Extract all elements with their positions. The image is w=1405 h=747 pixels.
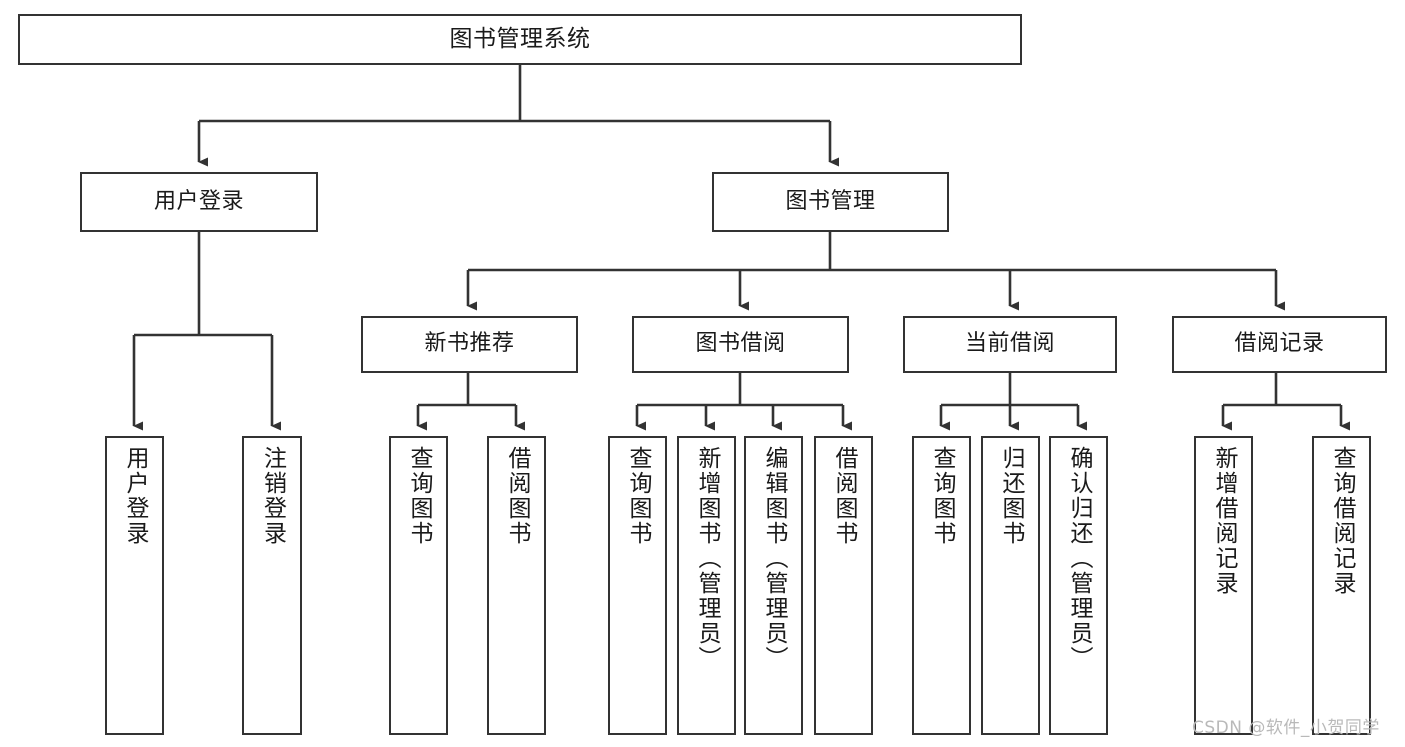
- node-label: 用户登录: [122, 446, 148, 546]
- node-label: 查询借阅记录: [1329, 446, 1355, 596]
- node-root-book-management-system[interactable]: 图书管理系统: [18, 14, 1022, 65]
- node-label: 借阅图书: [831, 446, 857, 546]
- node-user-login[interactable]: 用户登录: [80, 172, 318, 232]
- node-label: 确认归还（管理员）: [1066, 446, 1092, 671]
- node-borrow-record[interactable]: 借阅记录: [1172, 316, 1387, 373]
- node-new-book-recommend[interactable]: 新书推荐: [361, 316, 578, 373]
- leaf-edit-book-admin[interactable]: 编辑图书（管理员）: [744, 436, 803, 735]
- node-book-borrow[interactable]: 图书借阅: [632, 316, 849, 373]
- leaf-add-book-admin[interactable]: 新增图书（管理员）: [677, 436, 736, 735]
- node-label: 查询图书: [406, 446, 432, 546]
- node-label: 新书推荐: [424, 331, 515, 357]
- leaf-query-book-borrow[interactable]: 查询图书: [608, 436, 667, 735]
- node-label: 图书借阅: [695, 331, 786, 357]
- leaf-borrow-book[interactable]: 借阅图书: [814, 436, 873, 735]
- node-label: 新增图书（管理员）: [694, 446, 720, 671]
- node-label: 当前借阅: [964, 331, 1055, 357]
- leaf-borrow-book-recommend[interactable]: 借阅图书: [487, 436, 546, 735]
- node-label: 图书管理系统: [449, 25, 591, 52]
- node-label: 新增借阅记录: [1211, 446, 1237, 596]
- node-label: 归还图书: [998, 446, 1024, 546]
- node-label: 查询图书: [929, 446, 955, 546]
- leaf-query-book-current[interactable]: 查询图书: [912, 436, 971, 735]
- node-label: 注销登录: [259, 446, 286, 546]
- leaf-confirm-return-admin[interactable]: 确认归还（管理员）: [1049, 436, 1108, 735]
- leaf-user-login[interactable]: 用户登录: [105, 436, 164, 735]
- leaf-query-borrow-record[interactable]: 查询借阅记录: [1312, 436, 1371, 735]
- node-book-management[interactable]: 图书管理: [712, 172, 949, 232]
- node-label: 用户登录: [153, 188, 244, 214]
- node-label: 借阅图书: [504, 446, 530, 546]
- leaf-return-book[interactable]: 归还图书: [981, 436, 1040, 735]
- csdn-watermark: CSDN @软件_小贺同学: [1192, 718, 1380, 738]
- node-label: 编辑图书（管理员）: [761, 446, 787, 671]
- leaf-add-borrow-record[interactable]: 新增借阅记录: [1194, 436, 1253, 735]
- leaf-query-book-recommend[interactable]: 查询图书: [389, 436, 448, 735]
- leaf-logout-login[interactable]: 注销登录: [242, 436, 302, 735]
- node-label: 查询图书: [625, 446, 651, 546]
- node-label: 借阅记录: [1234, 331, 1325, 357]
- node-current-borrow[interactable]: 当前借阅: [903, 316, 1117, 373]
- node-label: 图书管理: [785, 188, 876, 214]
